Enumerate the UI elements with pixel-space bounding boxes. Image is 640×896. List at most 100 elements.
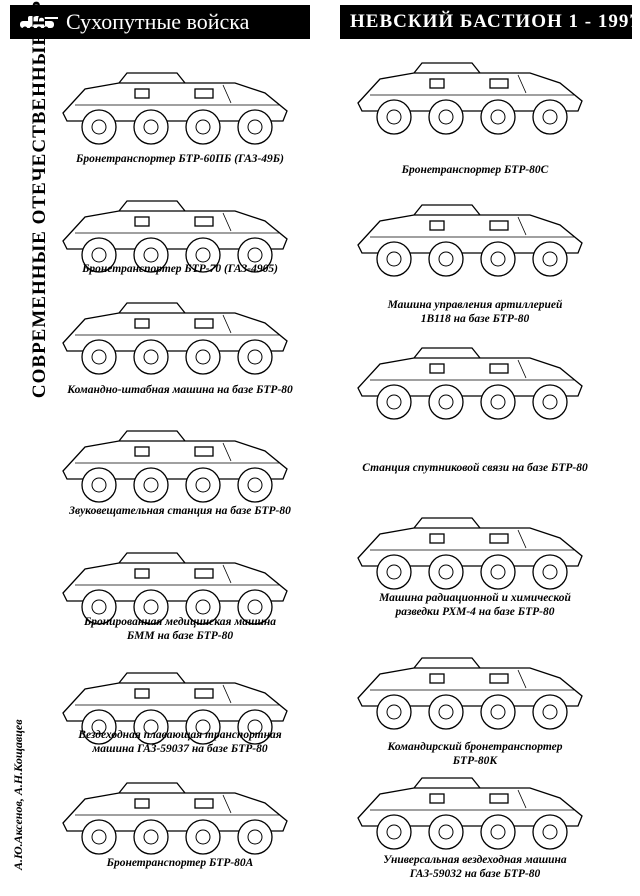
vehicle-illustration bbox=[55, 535, 305, 635]
vehicle-drawing bbox=[357, 62, 583, 135]
wheel-icon bbox=[237, 237, 273, 273]
wheel-icon bbox=[532, 694, 568, 730]
wheel-icon bbox=[237, 589, 273, 625]
wheel-icon bbox=[185, 709, 221, 745]
vehicle-drawing bbox=[357, 517, 583, 590]
wheel-icon bbox=[532, 814, 568, 850]
vehicle-caption: Вездеходная плавающая транспортная машина… bbox=[45, 728, 315, 756]
caption-line: Бронетранспортер БТР-70 (ГАЗ-4905) bbox=[82, 263, 278, 275]
caption-line: Бронетранспортер БТР-80А bbox=[106, 857, 254, 869]
wheel-icon bbox=[480, 241, 516, 277]
wheel-icon bbox=[480, 554, 516, 590]
wheel-icon bbox=[480, 99, 516, 135]
vertical-authors: А.Ю.Аксенов, А.Н.Кощавцев bbox=[11, 719, 25, 870]
wheel-icon bbox=[532, 99, 568, 135]
vehicle-caption: Командно-штабная машина на базе БТР-80 bbox=[45, 383, 315, 397]
caption-line: ГАЗ-59032 на базе БТР-80 bbox=[409, 868, 541, 880]
vehicle-caption: Бронетранспортер БТР-80А bbox=[45, 856, 315, 870]
wheel-icon bbox=[480, 814, 516, 850]
caption-line: БММ на базе БТР-80 bbox=[126, 630, 234, 642]
caption-line: машина ГАЗ-59037 на базе БТР-80 bbox=[92, 743, 268, 755]
vehicle-illustration bbox=[55, 55, 305, 155]
wheel-icon bbox=[376, 384, 412, 420]
section-title: Сухопутные войска bbox=[66, 9, 250, 34]
caption-line: Универсальная вездеходная машина bbox=[383, 854, 567, 866]
vehicle-illustration bbox=[55, 413, 305, 513]
wheel-icon bbox=[81, 819, 117, 855]
wheel-icon bbox=[185, 819, 221, 855]
vehicle-drawing bbox=[357, 347, 583, 420]
wheel-icon bbox=[237, 467, 273, 503]
wheel-icon bbox=[237, 819, 273, 855]
wheel-icon bbox=[81, 109, 117, 145]
vehicle-drawing bbox=[357, 204, 583, 277]
caption-line: Машина радиационной и химической bbox=[379, 592, 571, 604]
wheel-icon bbox=[376, 99, 412, 135]
vertical-main-title: СОВРЕМЕННЫЕ ОТЕЧЕСТВЕННЫЕ БРОНЕТРАНСПОРТ… bbox=[29, 0, 50, 399]
wheel-icon bbox=[185, 467, 221, 503]
vehicle-drawing bbox=[62, 302, 288, 375]
wheel-icon bbox=[428, 384, 464, 420]
vehicle-illustration bbox=[350, 330, 600, 430]
wheel-icon bbox=[480, 694, 516, 730]
vehicle-illustration bbox=[350, 500, 600, 600]
wheel-icon bbox=[185, 109, 221, 145]
vehicle-drawing bbox=[62, 672, 288, 745]
vehicle-illustration bbox=[350, 45, 600, 145]
caption-line: БТР-80К bbox=[452, 755, 498, 767]
caption-line: Бронетранспортер БТР-80С bbox=[401, 164, 549, 176]
caption-line: Машина управления артиллерией bbox=[387, 299, 563, 311]
caption-line: Командирский бронетранспортер bbox=[387, 741, 563, 753]
vehicle-caption: Звуковещательная станция на базе БТР-80 bbox=[45, 504, 315, 518]
caption-line: Бронетранспортер БТР-60ПБ (ГАЗ-49Б) bbox=[76, 153, 284, 165]
wheel-icon bbox=[133, 109, 169, 145]
wheel-icon bbox=[480, 384, 516, 420]
wheel-icon bbox=[133, 589, 169, 625]
wheel-icon bbox=[81, 339, 117, 375]
wheel-icon bbox=[237, 109, 273, 145]
wheel-icon bbox=[133, 709, 169, 745]
caption-line: Вездеходная плавающая транспортная bbox=[78, 729, 282, 741]
vehicle-drawing bbox=[62, 200, 288, 273]
wheel-icon bbox=[81, 467, 117, 503]
wheel-icon bbox=[376, 814, 412, 850]
vehicle-illustration bbox=[55, 655, 305, 755]
vehicle-drawing bbox=[62, 72, 288, 145]
wheel-icon bbox=[237, 339, 273, 375]
vehicle-caption: Машина радиационной и химической разведки… bbox=[340, 591, 610, 619]
vehicle-drawing bbox=[357, 777, 583, 850]
vehicle-caption: Бронетранспортер БТР-60ПБ (ГАЗ-49Б) bbox=[45, 152, 315, 166]
wheel-icon bbox=[428, 99, 464, 135]
vehicle-caption: Бронетранспортер БТР-70 (ГАЗ-4905) bbox=[45, 262, 315, 276]
wheel-icon bbox=[133, 467, 169, 503]
caption-line: Бронированная медицинская машина bbox=[83, 616, 277, 628]
wheel-icon bbox=[81, 709, 117, 745]
vehicle-caption: Машина управления артиллерией 1В118 на ба… bbox=[340, 298, 610, 326]
caption-line: разведки РХМ-4 на базе БТР-80 bbox=[395, 606, 555, 618]
vehicle-drawing bbox=[62, 430, 288, 503]
wheel-icon bbox=[81, 589, 117, 625]
wheel-icon bbox=[185, 339, 221, 375]
page-header: Сухопутные войска НЕВСКИЙ БАСТИОН 1 - 19… bbox=[0, 0, 640, 40]
wheel-icon bbox=[81, 237, 117, 273]
vehicle-illustration bbox=[55, 285, 305, 385]
header-left-banner: Сухопутные войска bbox=[10, 5, 310, 39]
vehicle-illustration bbox=[350, 187, 600, 287]
wheel-icon bbox=[532, 384, 568, 420]
caption-line: Звуковещательная станция на базе БТР-80 bbox=[69, 505, 291, 517]
vehicle-caption: Бронетранспортер БТР-80С bbox=[340, 163, 610, 177]
vehicle-drawing bbox=[62, 782, 288, 855]
wheel-icon bbox=[133, 237, 169, 273]
vehicle-drawing bbox=[357, 657, 583, 730]
caption-line: 1В118 на базе БТР-80 bbox=[420, 313, 530, 325]
wheel-icon bbox=[428, 241, 464, 277]
vehicle-caption: Станция спутниковой связи на базе БТР-80 bbox=[340, 461, 610, 475]
wheel-icon bbox=[428, 554, 464, 590]
wheel-icon bbox=[376, 694, 412, 730]
vehicle-drawing bbox=[62, 552, 288, 625]
wheel-icon bbox=[133, 339, 169, 375]
wheel-icon bbox=[376, 241, 412, 277]
wheel-icon bbox=[428, 694, 464, 730]
